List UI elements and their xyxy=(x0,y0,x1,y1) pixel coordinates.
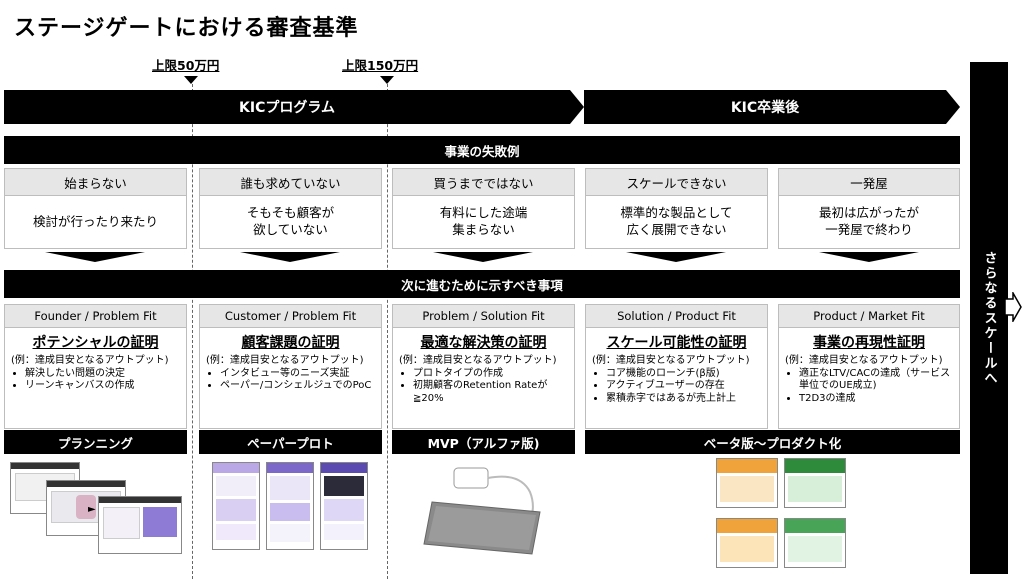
failure-card-body: そもそも顧客が 欲していない xyxy=(199,196,382,249)
web-thumbnail xyxy=(784,518,846,568)
fit-card-body: 顧客課題の証明 (例：達成目安となるアウトプット) インタビュー等のニーズ実証 … xyxy=(199,328,382,429)
fit-card-body: スケール可能性の証明 (例：達成目安となるアウトプット) コア機能のローンチ(β… xyxy=(585,328,768,429)
fit-card: Customer / Problem Fit 顧客課題の証明 (例：達成目安とな… xyxy=(199,304,382,429)
fit-card-example: (例：達成目安となるアウトプット) xyxy=(592,355,750,366)
page-thumbnail xyxy=(212,462,260,550)
limit-marker-50 xyxy=(184,76,198,84)
fit-card-title: ポテンシャルの証明 xyxy=(32,335,159,351)
planning-thumbnails: ► xyxy=(8,462,188,574)
fit-card-title: スケール可能性の証明 xyxy=(606,335,747,351)
stage-bar-planning: プランニング xyxy=(4,430,187,454)
beta-thumbnails xyxy=(712,458,852,574)
arrow-right-icon xyxy=(1004,292,1022,322)
stage-bar-mvp: MVP（アルファ版) xyxy=(392,430,575,454)
fit-card: Solution / Product Fit スケール可能性の証明 (例：達成目… xyxy=(585,304,768,429)
limit-label-50: 上限50万円 xyxy=(152,58,220,73)
fit-card-item: 初期顧客のRetention Rateが≧20% xyxy=(413,380,568,405)
failure-card: 買うまでではない 有料にした途端 集まらない xyxy=(392,168,575,249)
fit-card: Founder / Problem Fit ポテンシャルの証明 (例：達成目安と… xyxy=(4,304,187,429)
stage-bar-beta: ベータ版〜プロダクト化 xyxy=(585,430,960,454)
fit-card-example: (例：達成目安となるアウトプット) xyxy=(785,355,943,366)
fit-card-head: Product / Market Fit xyxy=(778,304,960,328)
page-title: ステージゲートにおける審査基準 xyxy=(14,16,359,41)
fit-card-item: アクティブユーザーの存在 xyxy=(606,380,761,393)
stage-bar-paper-proto: ペーパープロト xyxy=(199,430,382,454)
slide-thumbnail xyxy=(98,496,182,554)
fit-card-head: Founder / Problem Fit xyxy=(4,304,187,328)
failure-card-head: 始まらない xyxy=(4,168,187,196)
page-thumbnail xyxy=(266,462,314,550)
fit-card-head: Solution / Product Fit xyxy=(585,304,768,328)
program-arrow-after xyxy=(584,90,960,124)
fit-card: Problem / Solution Fit 最適な解決策の証明 (例：達成目安… xyxy=(392,304,575,429)
next-step-header: 次に進むために示すべき事項 xyxy=(4,270,960,298)
fit-card-item: リーンキャンバスの作成 xyxy=(25,380,180,393)
down-arrow xyxy=(433,252,533,262)
failure-card-body: 最初は広がったが 一発屋で終わり xyxy=(778,196,960,249)
program-arrow-kic xyxy=(4,90,584,124)
down-arrow xyxy=(240,252,340,262)
failure-card-body: 有料にした途端 集まらない xyxy=(392,196,575,249)
fit-card-body: 事業の再現性証明 (例：達成目安となるアウトプット) 適正なLTV/CACの達成… xyxy=(778,328,960,429)
divider-line-150 xyxy=(387,84,388,579)
failure-card-head: 誰も求めていない xyxy=(199,168,382,196)
divider-line-50 xyxy=(192,84,193,579)
fit-card: Product / Market Fit 事業の再現性証明 (例：達成目安となる… xyxy=(778,304,960,429)
failure-card: 始まらない 検討が行ったり来たり xyxy=(4,168,187,249)
paper-proto-thumbnails xyxy=(212,462,372,552)
fit-card-head: Customer / Problem Fit xyxy=(199,304,382,328)
fit-card-example: (例：達成目安となるアウトプット) xyxy=(11,355,169,366)
fit-card-item: プロトタイプの作成 xyxy=(413,368,568,381)
web-thumbnail xyxy=(716,458,778,508)
fit-card-body: 最適な解決策の証明 (例：達成目安となるアウトプット) プロトタイプの作成 初期… xyxy=(392,328,575,429)
failure-card: 誰も求めていない そもそも顧客が 欲していない xyxy=(199,168,382,249)
web-thumbnail xyxy=(784,458,846,508)
failure-header: 事業の失敗例 xyxy=(4,136,960,164)
arrow-right-icon: ► xyxy=(88,504,96,515)
program-label-after: KIC卒業後 xyxy=(730,100,800,116)
failure-card-head: 一発屋 xyxy=(778,168,960,196)
failure-card-body: 標準的な製品として 広く展開できない xyxy=(585,196,768,249)
fit-card-item: ペーパー/コンシェルジュでのPoC xyxy=(220,380,375,393)
fit-card-item: 累積赤字ではあるが売上計上 xyxy=(606,393,761,406)
fit-card-item: 解決したい問題の決定 xyxy=(25,368,180,381)
fit-card-title: 顧客課題の証明 xyxy=(241,335,340,351)
page-thumbnail xyxy=(320,462,368,550)
fit-card-item: 適正なLTV/CACの達成（サービス単位でのUE成立) xyxy=(799,368,953,393)
fit-card-title: 事業の再現性証明 xyxy=(813,335,925,351)
failure-card: スケールできない 標準的な製品として 広く展開できない xyxy=(585,168,768,249)
fit-card-item: インタビュー等のニーズ実証 xyxy=(220,368,375,381)
scale-further-bar: さらなるスケールへ xyxy=(970,62,1008,574)
limit-label-150: 上限150万円 xyxy=(342,58,419,73)
web-thumbnail xyxy=(716,518,778,568)
down-arrow xyxy=(45,252,145,262)
fit-card-head: Problem / Solution Fit xyxy=(392,304,575,328)
failure-card-head: スケールできない xyxy=(585,168,768,196)
failure-card: 一発屋 最初は広がったが 一発屋で終わり xyxy=(778,168,960,249)
down-arrow xyxy=(626,252,726,262)
fit-card-example: (例：達成目安となるアウトプット) xyxy=(206,355,364,366)
program-label-kic: KICプログラム xyxy=(239,100,335,116)
mvp-device-image xyxy=(423,467,541,555)
fit-card-example: (例：達成目安となるアウトプット) xyxy=(399,355,557,366)
fit-card-item: T2D3の達成 xyxy=(799,393,953,406)
down-arrow xyxy=(819,252,919,262)
fit-card-item: コア機能のローンチ(β版) xyxy=(606,368,761,381)
fit-card-title: 最適な解決策の証明 xyxy=(420,335,547,351)
failure-card-body: 検討が行ったり来たり xyxy=(4,196,187,249)
limit-marker-150 xyxy=(380,76,394,84)
fit-card-body: ポテンシャルの証明 (例：達成目安となるアウトプット) 解決したい問題の決定 リ… xyxy=(4,328,187,429)
failure-card-head: 買うまでではない xyxy=(392,168,575,196)
